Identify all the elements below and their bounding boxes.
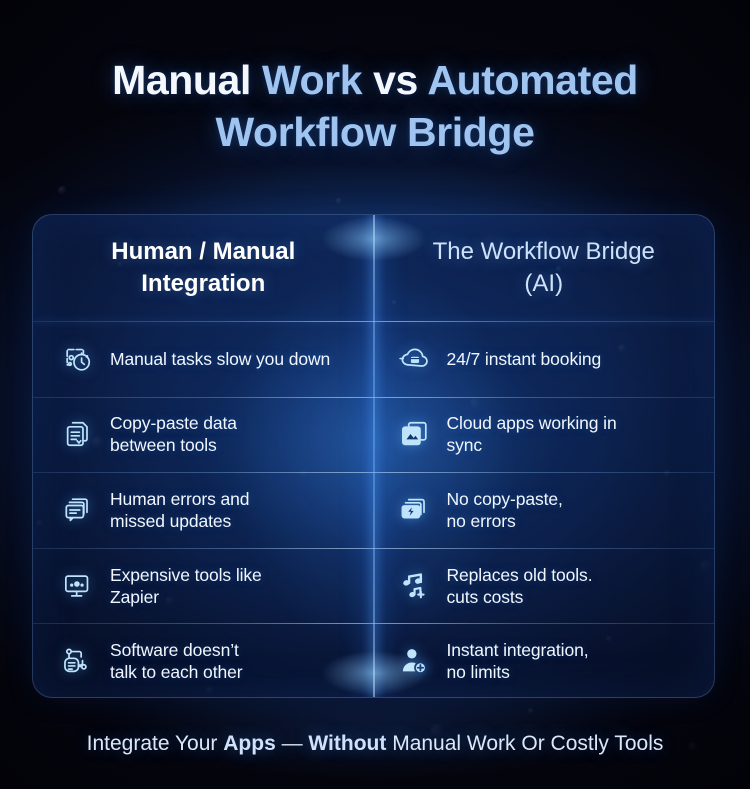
row-3-ai-line-1: No copy-paste, <box>446 488 563 509</box>
row-4-ai-text: Replaces old tools. cuts costs <box>447 564 593 608</box>
row-2-ai-cell: Cloud apps working in sync <box>374 397 715 473</box>
row-1-manual-line-1: Manual tasks slow you down <box>110 348 331 369</box>
table-row: Human errors and missed updates No copy-… <box>33 472 714 548</box>
row-2-manual-cell: Copy-paste data between tools <box>33 397 374 473</box>
row-3-ai-text: No copy-paste, no errors <box>447 488 563 532</box>
title-word-manual: Manual <box>112 57 262 103</box>
copy-documents-icon <box>59 415 97 453</box>
row-2-ai-line-1: Cloud apps working in <box>446 413 617 434</box>
table-row: Manual tasks slow you down 24/7 instant … <box>33 321 714 397</box>
row-3-manual-text: Human errors and missed updates <box>110 488 250 532</box>
row-5-ai-cell: Instant integration, no limits <box>374 623 715 697</box>
cloud-booking-icon <box>396 340 434 378</box>
title-word-work: Work <box>261 57 363 103</box>
table-row: Expensive tools like Zapier <box>33 548 714 624</box>
column-header-ai-line-1: The Workflow Bridge <box>432 238 655 266</box>
row-2-ai-text: Cloud apps working in sync <box>447 412 617 456</box>
row-4-manual-line-2: Zapier <box>110 586 160 607</box>
comparison-header-row: Human / Manual Integration The Workflow … <box>33 215 714 321</box>
row-2-ai-line-2: sync <box>446 435 483 456</box>
page-title-line-1: Manual Work vs Automated <box>0 54 750 106</box>
row-4-manual-cell: Expensive tools like Zapier <box>33 548 374 624</box>
row-4-ai-cell: Replaces old tools. cuts costs <box>374 548 715 624</box>
row-3-ai-line-2: no errors <box>446 510 516 531</box>
row-3-manual-line-2: missed updates <box>110 510 232 531</box>
row-1-manual-cell: Manual tasks slow you down <box>33 321 374 397</box>
row-4-manual-text: Expensive tools like Zapier <box>110 564 262 608</box>
footer-word-without: Without <box>308 732 387 755</box>
disconnected-node-icon <box>59 642 97 680</box>
row-3-manual-cell: Human errors and missed updates <box>33 472 374 548</box>
row-2-manual-line-1: Copy-paste data <box>110 413 237 434</box>
row-5-manual-line-2: talk to each other <box>110 662 243 683</box>
column-header-ai: The Workflow Bridge (AI) <box>374 215 715 321</box>
music-notes-icon <box>396 567 434 605</box>
column-header-ai-line-2: (AI) <box>524 270 564 297</box>
row-3-ai-cell: No copy-paste, no errors <box>374 472 715 548</box>
row-4-ai-line-2: cuts costs <box>446 586 524 607</box>
row-1-ai-cell: 24/7 instant booking <box>374 321 715 397</box>
row-1-ai-line-1: 24/7 instant booking <box>446 348 602 369</box>
row-4-manual-line-1: Expensive tools like <box>110 564 262 585</box>
row-1-ai-text: 24/7 instant booking <box>447 348 602 370</box>
footer-part-5: Manual Work Or Costly Tools <box>386 732 664 755</box>
row-5-ai-text: Instant integration, no limits <box>447 639 589 683</box>
footer-dash: — <box>275 732 309 755</box>
row-5-manual-line-1: Software doesn’t <box>110 640 239 661</box>
table-row: Copy-paste data between tools Cloud apps… <box>33 397 714 473</box>
error-message-icon <box>59 491 97 529</box>
cloud-sync-apps-icon <box>396 415 434 453</box>
column-header-manual-line-1: Human / Manual <box>111 238 296 266</box>
row-5-ai-line-1: Instant integration, <box>446 640 589 661</box>
column-header-manual-line-2: Integration <box>141 270 266 297</box>
page-title: Manual Work vs Automated Workflow Bridge <box>0 54 750 158</box>
footer-word-apps: Apps <box>223 732 276 755</box>
row-3-manual-line-1: Human errors and <box>110 488 250 509</box>
monitor-cost-icon <box>59 567 97 605</box>
title-word-automated: Automated <box>427 57 638 103</box>
row-5-manual-text: Software doesn’t talk to each other <box>110 639 243 683</box>
row-2-manual-line-2: between tools <box>110 435 217 456</box>
column-divider <box>373 215 374 697</box>
comparison-panel: Human / Manual Integration The Workflow … <box>32 214 715 698</box>
row-5-ai-line-2: no limits <box>446 662 510 683</box>
stopwatch-timer-icon <box>59 340 97 378</box>
footer-tagline: Integrate Your Apps — Without Manual Wor… <box>0 731 750 756</box>
row-4-ai-line-1: Replaces old tools. <box>446 564 593 585</box>
row-1-manual-text: Manual tasks slow you down <box>110 348 330 370</box>
title-word-vs: vs <box>362 57 428 103</box>
row-5-manual-cell: Software doesn’t talk to each other <box>33 623 374 697</box>
lightning-card-icon <box>396 491 434 529</box>
column-header-manual: Human / Manual Integration <box>33 215 374 321</box>
user-add-icon <box>396 642 434 680</box>
footer-part-1: Integrate Your <box>86 732 224 755</box>
page-title-line-2: Workflow Bridge <box>215 109 535 156</box>
row-2-manual-text: Copy-paste data between tools <box>110 412 237 456</box>
